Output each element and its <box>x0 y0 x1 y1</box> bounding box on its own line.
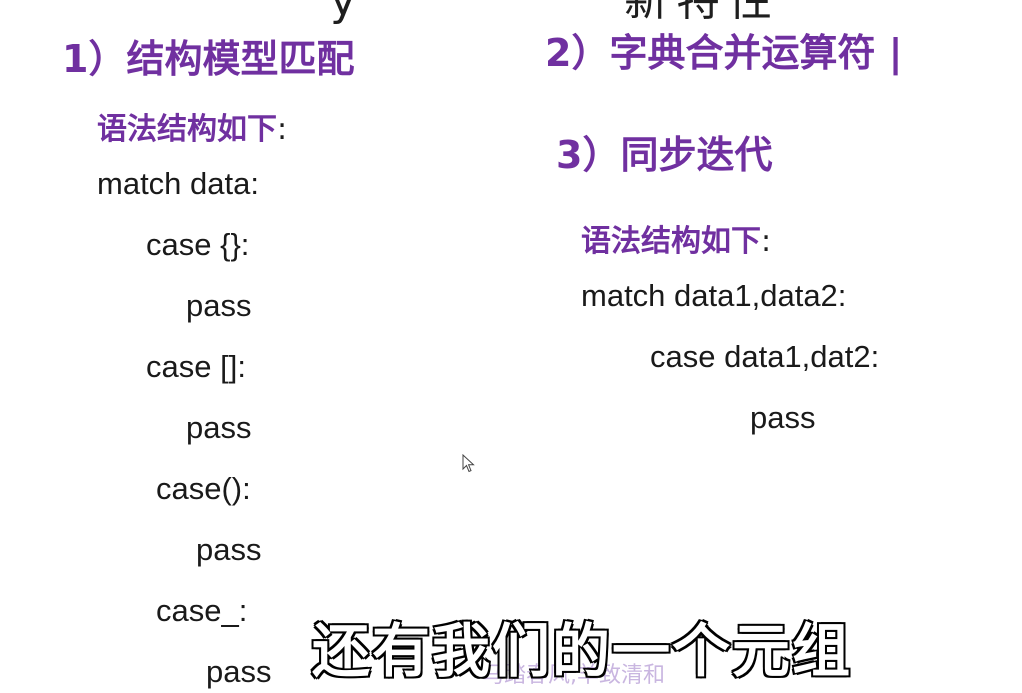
code-line-case-wildcard: case_: <box>156 593 248 628</box>
code-line-match-multi: match data1,data2: <box>581 278 847 313</box>
watermark-text: 马踏春风,羊致清和 <box>482 663 665 688</box>
code-line-pass: pass <box>186 410 252 445</box>
mouse-pointer-icon <box>462 454 475 473</box>
syntax-label-right-colon: : <box>761 224 772 259</box>
code-line-case-list: case []: <box>146 349 246 384</box>
code-line-pass: pass <box>186 288 252 323</box>
code-line-pass: pass <box>750 400 816 435</box>
title-partial-left: y <box>330 0 365 26</box>
syntax-label-left: 语法结构如下: <box>97 104 287 148</box>
code-line-match: match data: <box>97 166 259 201</box>
code-line-pass: pass <box>196 532 262 567</box>
code-line-case-dict: case {}: <box>146 227 250 262</box>
syntax-label-right: 语法结构如下: <box>581 216 771 260</box>
code-line-case-multi: case data1,dat2: <box>650 339 880 374</box>
heading-dict-merge-operator: 2）字典合并运算符 | <box>545 31 903 75</box>
syntax-label-left-text: 语法结构如下 <box>97 112 277 147</box>
title-partial-right: 新特性 <box>624 0 781 26</box>
syntax-label-left-colon: : <box>277 112 288 147</box>
syntax-label-right-text: 语法结构如下 <box>581 224 761 259</box>
code-line-pass: pass <box>206 654 272 689</box>
heading-parallel-iteration: 3）同步迭代 <box>556 133 773 177</box>
video-subtitle: 还有我们的一个元组 <box>311 616 853 687</box>
code-line-case-tuple: case(): <box>156 471 251 506</box>
heading-structural-pattern-matching: 1）结构模型匹配 <box>62 37 355 81</box>
slide-title-partial: y 新特性 <box>330 0 780 28</box>
